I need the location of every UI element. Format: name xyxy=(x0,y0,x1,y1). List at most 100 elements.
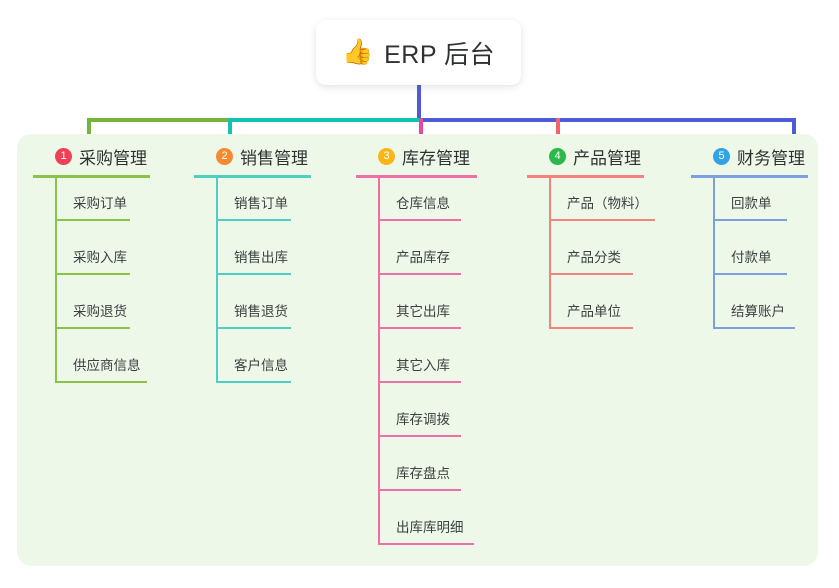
branch-item-rule xyxy=(713,219,787,221)
branch-column-1: 1 采购管理采购订单采购入库采购退货供应商信息 xyxy=(33,142,193,394)
branch-column-5: 5 财务管理回款单付款单结算账户 xyxy=(691,142,839,340)
branch-title: 销售管理 xyxy=(240,148,308,168)
connector-segment xyxy=(419,118,794,122)
branch-column-2: 2 销售管理销售订单销售出库销售退货客户信息 xyxy=(194,142,354,394)
branch-items: 仓库信息产品库存其它出库其它入库库存调拨库存盘点出库库明细 xyxy=(356,178,526,556)
branch-column-3: 3 库存管理仓库信息产品库存其它出库其它入库库存调拨库存盘点出库库明细 xyxy=(356,142,526,556)
branch-item[interactable]: 采购订单 xyxy=(33,178,193,232)
branch-item-rule xyxy=(378,489,461,491)
connector-segment xyxy=(228,118,419,122)
branch-column-4: 4 产品管理产品（物料） 产品分类产品单位 xyxy=(527,142,697,340)
branch-item[interactable]: 供应商信息 xyxy=(33,340,193,394)
branch-item[interactable]: 客户信息 xyxy=(194,340,354,394)
branch-item-label: 回款单 xyxy=(731,196,772,211)
branch-number-badge: 3 xyxy=(378,147,395,165)
branches-panel xyxy=(17,134,818,566)
branch-item-rule xyxy=(378,273,461,275)
branch-item-label: 出库库明细 xyxy=(396,520,464,535)
branch-item-rule xyxy=(378,327,461,329)
branch-item-rule xyxy=(378,381,461,383)
branch-trunk xyxy=(55,178,57,383)
branch-item-rule xyxy=(378,219,461,221)
root-stem-connector xyxy=(417,85,421,122)
branch-item-rule xyxy=(713,273,787,275)
branch-item-label: 其它入库 xyxy=(396,358,450,373)
branch-items: 采购订单采购入库采购退货供应商信息 xyxy=(33,178,193,394)
branch-item-label: 采购入库 xyxy=(73,250,127,265)
branch-item-rule xyxy=(55,327,130,329)
branch-item-rule xyxy=(216,219,291,221)
branch-number-badge: 2 xyxy=(216,147,233,165)
branch-item-rule xyxy=(216,273,291,275)
branch-item-label: 库存盘点 xyxy=(396,466,450,481)
branch-header[interactable]: 1 采购管理 xyxy=(33,142,193,170)
branch-item[interactable]: 产品分类 xyxy=(527,232,697,286)
branch-trunk xyxy=(378,178,380,545)
branch-item-label: 仓库信息 xyxy=(396,196,450,211)
branch-item-rule xyxy=(55,219,130,221)
branch-items: 产品（物料） 产品分类产品单位 xyxy=(527,178,697,340)
branch-item-rule xyxy=(216,381,291,383)
branch-item-rule xyxy=(549,327,633,329)
branch-number-badge: 1 xyxy=(55,147,72,165)
branch-header-rule xyxy=(691,175,808,178)
branch-item[interactable]: 采购入库 xyxy=(33,232,193,286)
branch-item[interactable]: 付款单 xyxy=(691,232,839,286)
branch-item-rule xyxy=(549,219,655,221)
branch-item[interactable]: 其它出库 xyxy=(356,286,526,340)
branch-header-rule xyxy=(194,175,311,178)
branch-title: 产品管理 xyxy=(573,148,641,168)
branch-item[interactable]: 产品库存 xyxy=(356,232,526,286)
root-node[interactable]: 👍 ERP 后台 xyxy=(316,20,521,85)
branch-item[interactable]: 产品单位 xyxy=(527,286,697,340)
branch-item[interactable]: 销售出库 xyxy=(194,232,354,286)
branch-items: 回款单付款单结算账户 xyxy=(691,178,839,340)
branch-item-label: 付款单 xyxy=(731,250,772,265)
branch-item-rule xyxy=(713,327,795,329)
branch-item[interactable]: 销售订单 xyxy=(194,178,354,232)
branch-header[interactable]: 5 财务管理 xyxy=(691,142,839,170)
branch-item[interactable]: 仓库信息 xyxy=(356,178,526,232)
branch-item[interactable]: 库存盘点 xyxy=(356,448,526,502)
branch-item-rule xyxy=(216,327,291,329)
branch-item[interactable]: 出库库明细 xyxy=(356,502,526,556)
branch-item-label: 销售退货 xyxy=(234,304,288,319)
branch-item[interactable]: 回款单 xyxy=(691,178,839,232)
branch-header[interactable]: 3 库存管理 xyxy=(356,142,526,170)
branch-trunk xyxy=(216,178,218,383)
branch-item[interactable]: 其它入库 xyxy=(356,340,526,394)
branch-trunk xyxy=(713,178,715,329)
connector-segment xyxy=(87,118,228,122)
page-title: ERP 后台 xyxy=(384,40,496,69)
branch-item-rule xyxy=(549,273,633,275)
branch-item[interactable]: 库存调拨 xyxy=(356,394,526,448)
branch-item-label: 产品库存 xyxy=(396,250,450,265)
branch-item-label: 产品分类 xyxy=(567,250,621,265)
branch-item-rule xyxy=(378,435,461,437)
branch-item-label: 客户信息 xyxy=(234,358,288,373)
branch-title: 财务管理 xyxy=(737,148,805,168)
branch-item-label: 库存调拨 xyxy=(396,412,450,427)
branch-item[interactable]: 销售退货 xyxy=(194,286,354,340)
branch-item-rule xyxy=(378,543,474,545)
branch-header-rule xyxy=(356,175,477,178)
branch-items: 销售订单销售出库销售退货客户信息 xyxy=(194,178,354,394)
branch-header[interactable]: 4 产品管理 xyxy=(527,142,697,170)
branch-title: 采购管理 xyxy=(79,148,147,168)
branch-item-label: 产品（物料） xyxy=(567,196,648,211)
branch-header-rule xyxy=(33,175,150,178)
branch-item-label: 产品单位 xyxy=(567,304,621,319)
branch-header[interactable]: 2 销售管理 xyxy=(194,142,354,170)
branch-item[interactable]: 采购退货 xyxy=(33,286,193,340)
branch-item-label: 供应商信息 xyxy=(73,358,141,373)
branch-item-rule xyxy=(55,273,130,275)
branch-title: 库存管理 xyxy=(402,148,470,168)
branch-item[interactable]: 结算账户 xyxy=(691,286,839,340)
branch-number-badge: 5 xyxy=(713,147,730,165)
branch-number-badge: 4 xyxy=(549,147,566,165)
thumbs-up-icon: 👍 xyxy=(341,38,374,66)
branch-item-label: 其它出库 xyxy=(396,304,450,319)
branch-item[interactable]: 产品（物料） xyxy=(527,178,697,232)
branch-item-label: 销售订单 xyxy=(234,196,288,211)
